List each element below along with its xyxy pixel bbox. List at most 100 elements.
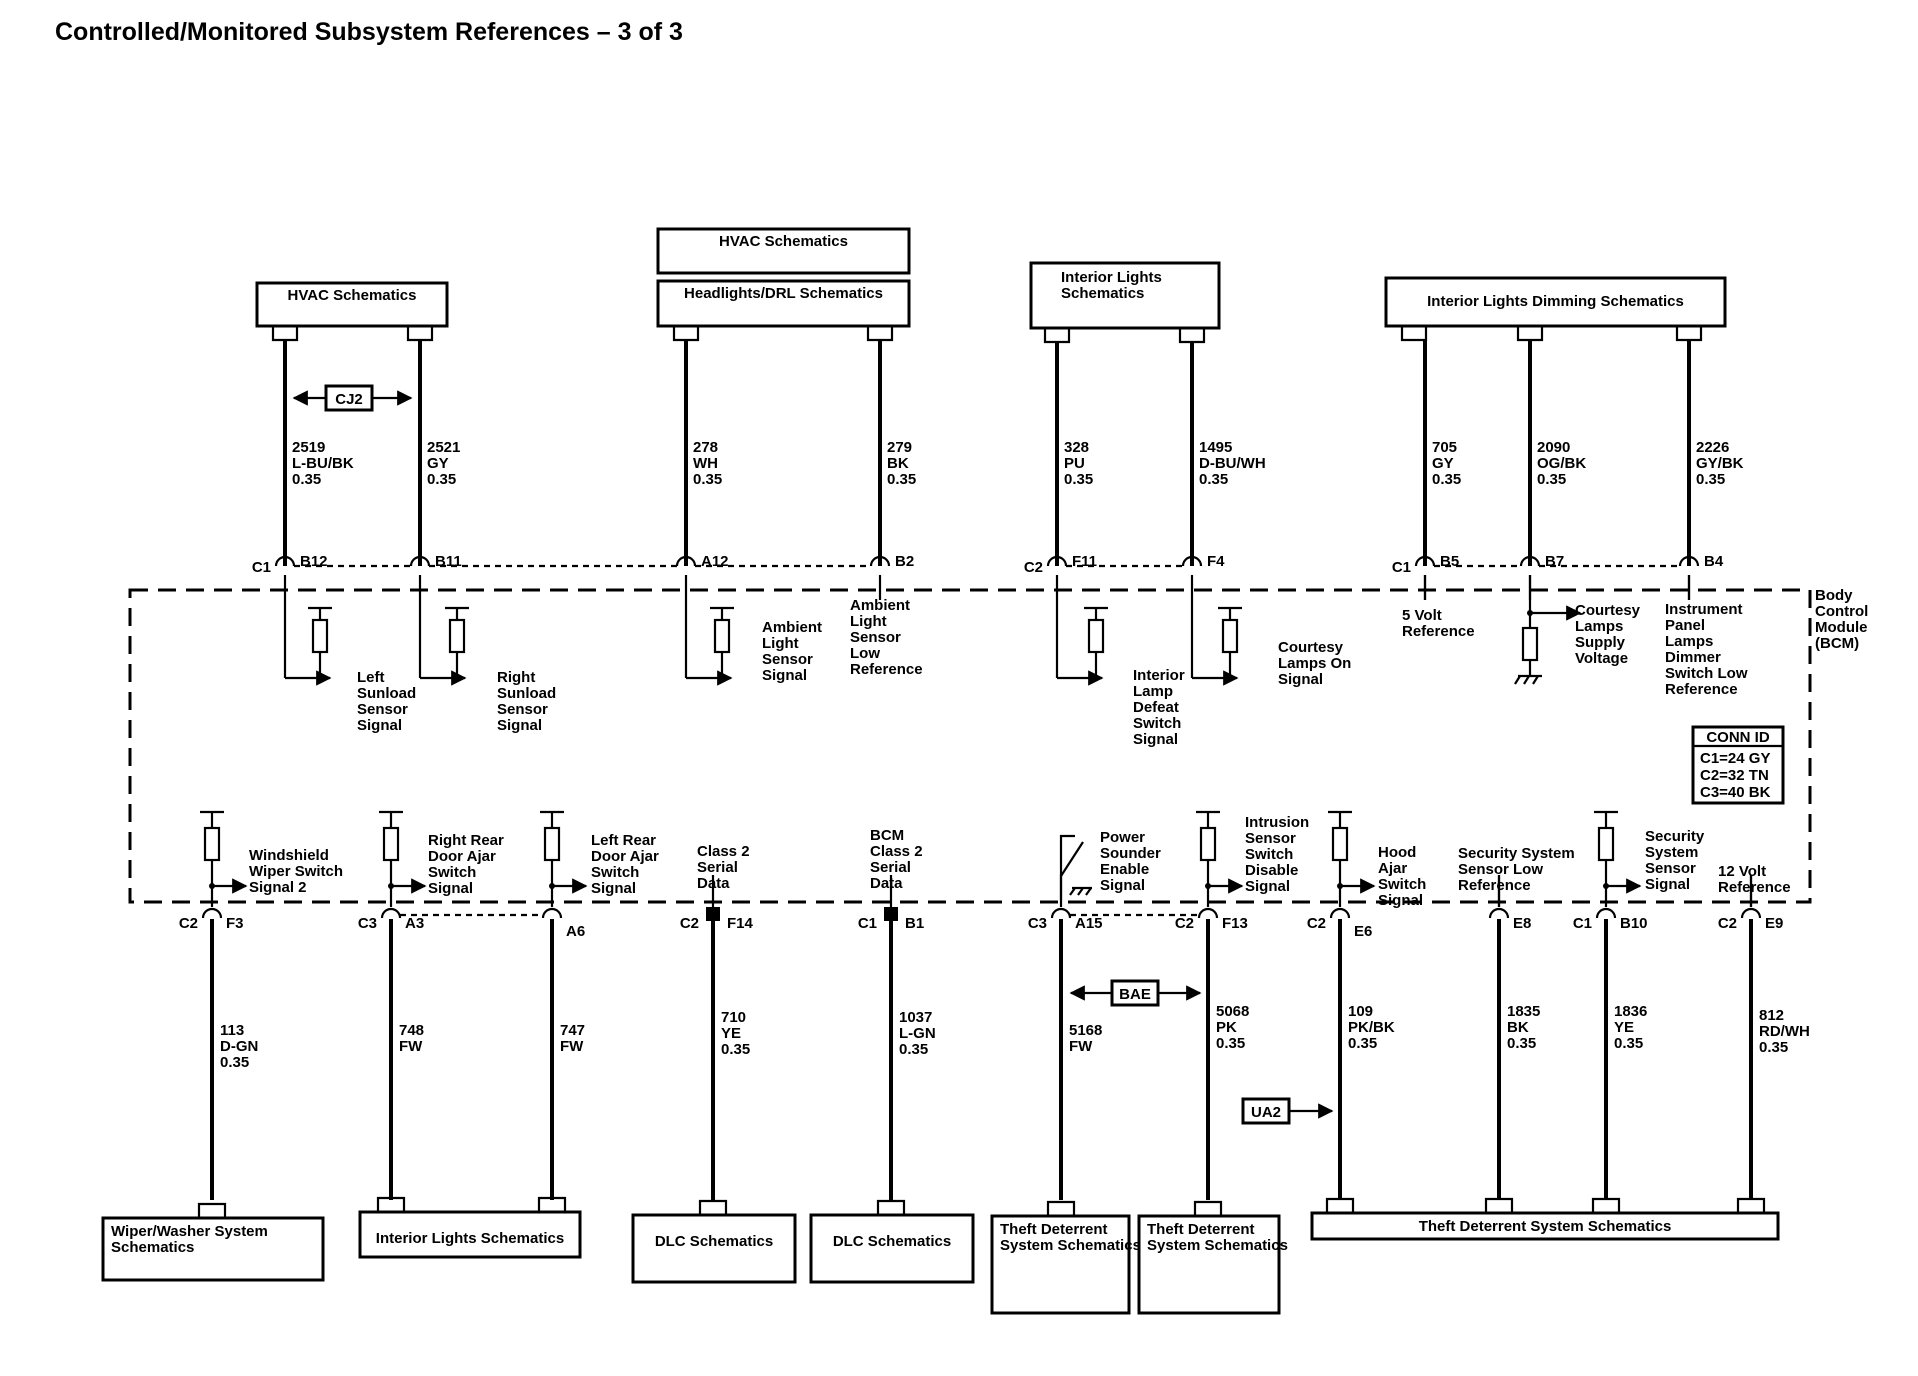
connector-terminal bbox=[1595, 907, 1617, 919]
module-name: Module bbox=[1815, 619, 1868, 636]
connector-label: C1 bbox=[1392, 559, 1411, 576]
pin-label: F3 bbox=[226, 915, 244, 932]
signal-label: Ambient bbox=[850, 597, 910, 614]
conn-id-entry: C2=32 TN bbox=[1700, 767, 1769, 784]
circuit-id-label: 113 bbox=[220, 1022, 244, 1039]
signal-label: Supply bbox=[1575, 634, 1626, 651]
circuit-id-label: FW bbox=[399, 1038, 423, 1055]
connector-terminal bbox=[1414, 555, 1436, 567]
pullup-resistor bbox=[448, 618, 466, 654]
signal-label: Switch bbox=[1133, 715, 1181, 732]
circuit-id-label: PK/BK bbox=[1348, 1019, 1395, 1036]
pin-label: F4 bbox=[1207, 553, 1225, 570]
signal-label: Courtesy bbox=[1575, 602, 1641, 619]
connector-terminal bbox=[1329, 907, 1351, 919]
connector-tab bbox=[376, 1196, 406, 1212]
circuit-id-label: D-GN bbox=[220, 1038, 258, 1055]
signal-label: Switch bbox=[428, 864, 476, 881]
bcm-module-outline bbox=[128, 588, 1812, 904]
bottom-schematic-box bbox=[1137, 1214, 1281, 1315]
bottom-schematic-label: Schematics bbox=[111, 1239, 194, 1256]
circuit-id-label: 0.35 bbox=[1537, 471, 1566, 488]
circuit-id-label: 2090 bbox=[1537, 439, 1570, 456]
connector-terminal bbox=[409, 555, 431, 567]
circuit-id-label: 0.35 bbox=[427, 471, 456, 488]
pulldown-resistor bbox=[1521, 626, 1539, 662]
connector-tab bbox=[406, 326, 434, 342]
module-name: (BCM) bbox=[1815, 635, 1859, 652]
bottom-schematic-box bbox=[631, 1213, 797, 1284]
connector-tab bbox=[698, 1199, 728, 1215]
connector-terminal bbox=[201, 907, 223, 919]
signal-label: Ajar bbox=[1378, 860, 1407, 877]
connector-tab bbox=[537, 1196, 567, 1212]
circuit-id-label: 2519 bbox=[292, 439, 325, 456]
circuit-id-label: 748 bbox=[399, 1022, 424, 1039]
connector-tab bbox=[1736, 1197, 1766, 1213]
circuit-id-label: RD/WH bbox=[1759, 1023, 1810, 1040]
circuit-id-label: GY/BK bbox=[1696, 455, 1744, 472]
connector-terminal bbox=[541, 907, 563, 919]
connector-tab bbox=[1484, 1197, 1514, 1213]
pullup-resistor bbox=[1597, 826, 1615, 862]
circuit-id-label: 1835 bbox=[1507, 1003, 1540, 1020]
signal-label: Sounder bbox=[1100, 845, 1161, 862]
circuit-id-label: L-BU/BK bbox=[292, 455, 354, 472]
circuit-id-label: 0.35 bbox=[1432, 471, 1461, 488]
ground-icon bbox=[1514, 674, 1542, 685]
circuit-id-label: 328 bbox=[1064, 439, 1089, 456]
circuit-id-label: 747 bbox=[560, 1022, 585, 1039]
pin-label: A3 bbox=[405, 915, 424, 932]
connector-label: C2 bbox=[1175, 915, 1194, 932]
connector-terminal bbox=[1678, 555, 1700, 567]
top-schematic-box bbox=[656, 279, 911, 328]
circuit-id-label: 0.35 bbox=[1759, 1039, 1788, 1056]
circuit-id-label: FW bbox=[1069, 1038, 1093, 1055]
connector-terminal bbox=[869, 555, 891, 567]
signal-label: Ambient bbox=[762, 619, 822, 636]
signal-label: Sensor bbox=[762, 651, 813, 668]
bottom-schematic-label: Theft Deterrent System Schematics bbox=[1419, 1218, 1672, 1235]
circuit-id-label: 5168 bbox=[1069, 1022, 1102, 1039]
circuit-id-label: 2226 bbox=[1696, 439, 1729, 456]
circuit-id-label: 0.35 bbox=[1064, 471, 1093, 488]
pin-label: B1 bbox=[905, 915, 924, 932]
connector-terminal bbox=[1050, 907, 1072, 919]
pin-label: E6 bbox=[1354, 923, 1372, 940]
signal-label: Serial bbox=[697, 859, 738, 876]
signal-label: Switch Low bbox=[1665, 665, 1748, 682]
top-schematic-label: HVAC Schematics bbox=[719, 233, 848, 250]
circuit-id-label: GY bbox=[427, 455, 449, 472]
signal-label: Lamps bbox=[1665, 633, 1713, 650]
top-schematic-box bbox=[656, 227, 911, 275]
top-schematic-label: Interior Lights Dimming Schematics bbox=[1427, 293, 1684, 310]
cj2-tag: CJ2 bbox=[335, 391, 363, 408]
pullup-resistor bbox=[1221, 618, 1239, 654]
circuit-id-label: L-GN bbox=[899, 1025, 936, 1042]
pin-label: B11 bbox=[435, 553, 462, 570]
bottom-schematic-label: Theft Deterrent bbox=[1000, 1221, 1108, 1238]
circuit-id-label: 109 bbox=[1348, 1003, 1373, 1020]
signal-label: BCM bbox=[870, 827, 904, 844]
bottom-schematic-label: Wiper/Washer System bbox=[111, 1223, 268, 1240]
connector-label: C2 bbox=[1024, 559, 1043, 576]
connector-terminal bbox=[1488, 907, 1510, 919]
pullup-resistor bbox=[713, 618, 731, 654]
signal-label: Instrument bbox=[1665, 601, 1743, 618]
top-schematic-label: Interior Lights bbox=[1061, 269, 1162, 286]
signal-label: Switch bbox=[591, 864, 639, 881]
signal-label: Signal bbox=[1100, 877, 1145, 894]
top-schematic-label: HVAC Schematics bbox=[288, 287, 417, 304]
signal-label: Left bbox=[357, 669, 385, 686]
signal-label: Reference bbox=[850, 661, 923, 678]
connector-tab bbox=[1193, 1200, 1223, 1216]
signal-label: 5 Volt bbox=[1402, 607, 1442, 624]
signal-label: Security bbox=[1645, 828, 1705, 845]
signal-label: Reference bbox=[1402, 623, 1475, 640]
signal-label: Signal bbox=[428, 880, 473, 897]
circuit-id-label: 5068 bbox=[1216, 1003, 1249, 1020]
connector-label: C3 bbox=[358, 915, 377, 932]
ua2-tag: UA2 bbox=[1251, 1104, 1281, 1121]
pullup-resistor bbox=[1199, 826, 1217, 862]
signal-label: Sensor bbox=[497, 701, 548, 718]
